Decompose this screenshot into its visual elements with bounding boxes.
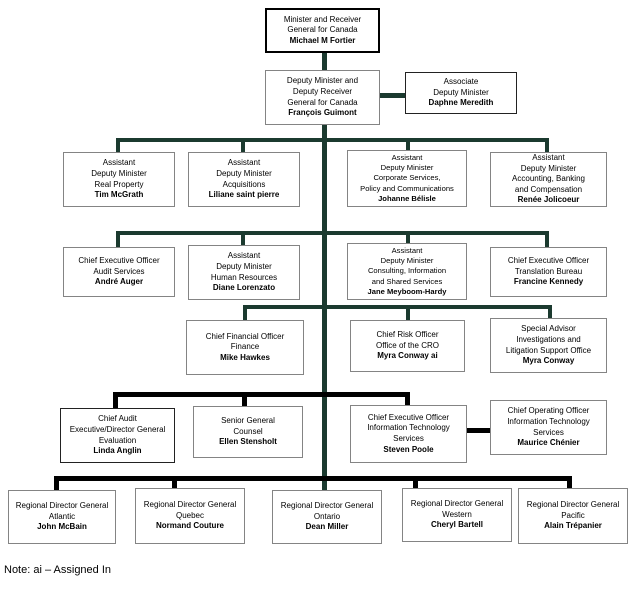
org-node-rdg-atlantic: Regional Director General Atlantic John … bbox=[8, 490, 116, 544]
org-node-associate-deputy-minister: Associate Deputy Minister Daphne Meredit… bbox=[405, 72, 517, 114]
node-name: Tim McGrath bbox=[94, 190, 144, 200]
org-node-adm-real-property: Assistant Deputy Minister Real Property … bbox=[63, 152, 175, 207]
connector-row6-drop-2 bbox=[242, 397, 247, 406]
org-node-chief-audit-executive: Chief Audit Executive/Director General E… bbox=[60, 408, 175, 463]
node-title: Assistant Deputy Minister Consulting, In… bbox=[367, 246, 447, 286]
node-name: Liliane saint pierre bbox=[208, 190, 280, 200]
node-name: François Guimont bbox=[288, 108, 357, 118]
node-title: Regional Director General Ontario bbox=[280, 501, 374, 521]
node-title: Regional Director General Pacific bbox=[526, 500, 620, 520]
org-node-minister: Minister and Receiver General for Canada… bbox=[265, 8, 380, 53]
node-title: Chief Risk Officer Office of the CRO bbox=[376, 330, 439, 350]
node-name: Diane Lorenzato bbox=[212, 283, 276, 293]
org-node-rdg-western: Regional Director General Western Cheryl… bbox=[402, 488, 512, 542]
connector-row6-bar bbox=[113, 392, 410, 397]
node-name: Mike Hawkes bbox=[220, 352, 270, 362]
node-title: Regional Director General Atlantic bbox=[15, 501, 109, 521]
node-title: Deputy Minister and Deputy Receiver Gene… bbox=[286, 76, 359, 107]
node-name: Myra Conway ai bbox=[377, 351, 438, 361]
footnote: Note: ai – Assigned In bbox=[4, 564, 112, 576]
node-title: Chief Operating Officer Information Tech… bbox=[507, 406, 590, 437]
node-name: Linda Anglin bbox=[93, 446, 142, 456]
node-name: Ellen Stensholt bbox=[219, 437, 277, 447]
org-node-chief-risk-officer: Chief Risk Officer Office of the CRO Myr… bbox=[350, 320, 465, 372]
node-title: Senior General Counsel bbox=[221, 416, 275, 436]
org-node-rdg-ontario: Regional Director General Ontario Dean M… bbox=[272, 490, 382, 544]
org-node-ceo-translation-bureau: Chief Executive Officer Translation Bure… bbox=[490, 247, 607, 297]
connector-row6-drop-1 bbox=[113, 392, 118, 408]
org-node-deputy-minister: Deputy Minister and Deputy Receiver Gene… bbox=[265, 70, 380, 125]
connector-row5-drop-3 bbox=[548, 305, 552, 318]
node-name: Renée Jolicoeur bbox=[517, 195, 580, 205]
org-node-adm-acquisitions: Assistant Deputy Minister Acquisitions L… bbox=[188, 152, 300, 207]
org-node-rdg-quebec: Regional Director General Quebec Normand… bbox=[135, 488, 245, 544]
node-title: Associate Deputy Minister bbox=[433, 77, 489, 97]
connector-row6-drop-3 bbox=[405, 392, 410, 405]
connector-row7-drop-1 bbox=[54, 476, 59, 490]
node-name: Michael M Fortier bbox=[289, 35, 356, 45]
connector-row4-drop-1 bbox=[116, 231, 120, 247]
node-name: Francine Kennedy bbox=[513, 277, 584, 287]
node-title: Minister and Receiver General for Canada bbox=[283, 14, 362, 35]
org-node-adm-corporate-services: Assistant Deputy Minister Corporate Serv… bbox=[347, 150, 467, 207]
node-name: John McBain bbox=[37, 522, 87, 532]
node-name: Maurice Chénier bbox=[517, 438, 580, 448]
connector-it-link bbox=[467, 428, 490, 433]
connector-row3-bar bbox=[116, 138, 549, 142]
connector-trunk-top bbox=[322, 52, 327, 70]
connector-row5-drop-1 bbox=[243, 305, 247, 320]
org-node-coo-it-services: Chief Operating Officer Information Tech… bbox=[490, 400, 607, 455]
connector-row3-drop-4 bbox=[545, 138, 549, 152]
node-name: Daphne Meredith bbox=[428, 98, 494, 108]
connector-row7-drop-4 bbox=[567, 476, 572, 489]
node-title: Regional Director General Western bbox=[410, 499, 504, 519]
node-title: Assistant Deputy Minister Acquisitions bbox=[216, 158, 272, 189]
node-name: Dean Miller bbox=[305, 522, 349, 532]
org-node-cfo-finance: Chief Financial Officer Finance Mike Haw… bbox=[186, 320, 304, 375]
connector-row4-drop-2 bbox=[241, 235, 245, 245]
node-title: Assistant Deputy Minister Corporate Serv… bbox=[360, 153, 454, 193]
node-title: Chief Executive Officer Information Tech… bbox=[367, 412, 450, 443]
node-name: Cheryl Bartell bbox=[430, 520, 484, 530]
node-name: Steven Poole bbox=[383, 444, 434, 454]
connector-row3-drop-1 bbox=[116, 138, 120, 152]
org-node-ceo-it-services: Chief Executive Officer Information Tech… bbox=[350, 405, 467, 463]
org-node-adm-human-resources: Assistant Deputy Minister Human Resource… bbox=[188, 245, 300, 300]
node-title: Regional Director General Quebec bbox=[143, 500, 237, 520]
connector-associate-link bbox=[380, 93, 405, 98]
connector-row5-bar bbox=[243, 305, 552, 309]
org-node-rdg-pacific: Regional Director General Pacific Alain … bbox=[518, 488, 628, 544]
org-node-special-advisor-litigation: Special Advisor Investigations and Litig… bbox=[490, 318, 607, 373]
org-node-adm-accounting-banking: Assistant Deputy Minister Accounting, Ba… bbox=[490, 152, 607, 207]
node-title: Assistant Deputy Minister Human Resource… bbox=[210, 251, 278, 282]
node-title: Chief Executive Officer Audit Services bbox=[78, 256, 160, 276]
node-name: Myra Conway bbox=[522, 356, 575, 366]
node-name: Johanne Bélisle bbox=[378, 193, 436, 203]
connector-row5-drop-2 bbox=[406, 309, 410, 320]
node-title: Chief Audit Executive/Director General E… bbox=[69, 414, 166, 445]
node-name: Normand Couture bbox=[156, 521, 224, 531]
org-node-ceo-audit-services: Chief Executive Officer Audit Services A… bbox=[63, 247, 175, 297]
node-name: Alain Trépanier bbox=[544, 521, 602, 531]
connector-row4-bar bbox=[116, 231, 549, 235]
connector-row7-drop-3 bbox=[413, 481, 418, 489]
org-node-senior-general-counsel: Senior General Counsel Ellen Stensholt bbox=[193, 406, 303, 458]
node-title: Assistant Deputy Minister Real Property bbox=[91, 158, 147, 189]
connector-row3-drop-2 bbox=[241, 142, 245, 152]
node-name: Jane Meyboom-Hardy bbox=[367, 286, 447, 296]
node-title: Assistant Deputy Minister Accounting, Ba… bbox=[512, 153, 585, 194]
connector-row4-drop-4 bbox=[545, 231, 549, 247]
node-title: Chief Executive Officer Translation Bure… bbox=[507, 256, 590, 276]
node-title: Special Advisor Investigations and Litig… bbox=[505, 324, 592, 355]
node-name: André Auger bbox=[94, 277, 144, 287]
connector-row7-drop-2 bbox=[172, 481, 177, 489]
org-node-adm-consulting-shared-services: Assistant Deputy Minister Consulting, In… bbox=[347, 243, 467, 300]
connector-row7-bar bbox=[54, 476, 572, 481]
connector-row3-drop-3 bbox=[406, 142, 410, 152]
connector-row4-drop-3 bbox=[406, 235, 410, 245]
node-title: Chief Financial Officer Finance bbox=[205, 331, 285, 352]
